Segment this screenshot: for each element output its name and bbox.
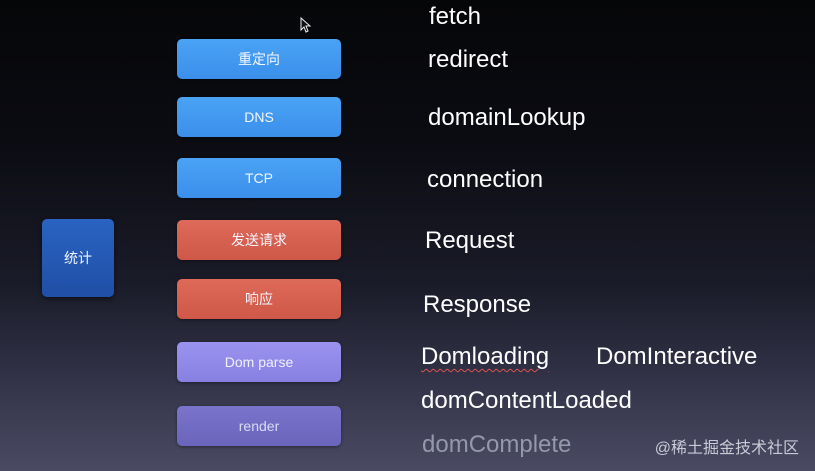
stage-response: 响应 bbox=[177, 279, 341, 319]
api-dom-content-loaded: domContentLoaded bbox=[421, 387, 632, 414]
mouse-cursor-icon bbox=[300, 17, 312, 33]
api-connection: connection bbox=[427, 166, 544, 193]
watermark: @稀土掘金技术社区 bbox=[654, 440, 799, 457]
statistics-label: 统计 bbox=[64, 250, 92, 266]
api-domloading: Domloading bbox=[421, 343, 550, 370]
stage-label: render bbox=[238, 418, 280, 434]
statistics-box: 统计 bbox=[42, 219, 114, 297]
stage-label: Dom parse bbox=[224, 354, 294, 370]
api-dom-complete: domComplete bbox=[422, 431, 572, 458]
stage-tcp: TCP bbox=[177, 158, 341, 198]
stage-dom-parse: Dom parse bbox=[177, 342, 341, 382]
stage-redirect: 重定向 bbox=[177, 39, 341, 79]
stage-label: 发送请求 bbox=[231, 232, 287, 248]
stage-render: render bbox=[177, 406, 341, 446]
api-domain-lookup: domainLookup bbox=[428, 104, 586, 131]
api-redirect: redirect bbox=[428, 46, 509, 73]
api-fetch: fetch bbox=[429, 3, 482, 30]
stage-label: 重定向 bbox=[238, 51, 280, 67]
stage-label: 响应 bbox=[245, 291, 273, 307]
api-request: Request bbox=[425, 227, 515, 254]
api-dom-interactive: DomInteractive bbox=[596, 343, 758, 370]
stage-dns: DNS bbox=[177, 97, 341, 137]
stage-label: TCP bbox=[245, 170, 273, 186]
stage-send-request: 发送请求 bbox=[177, 220, 341, 260]
stage-label: DNS bbox=[244, 109, 274, 125]
api-response: Response bbox=[423, 291, 532, 318]
